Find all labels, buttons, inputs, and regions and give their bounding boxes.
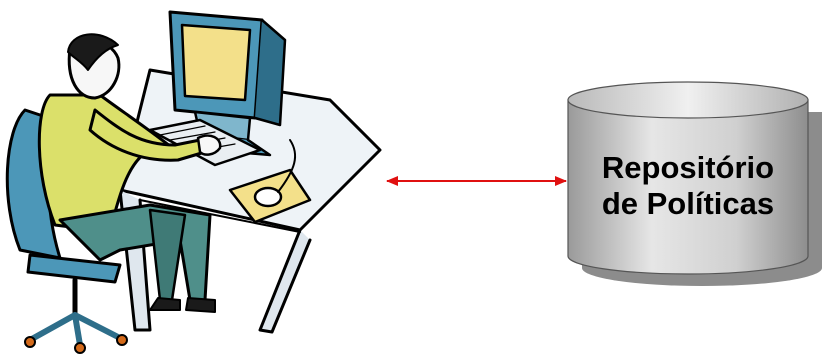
database-label-line1: Repositório [601, 150, 775, 185]
database-label: Repositório de Políticas [568, 150, 808, 222]
database-label-line2: de Políticas [601, 186, 775, 221]
database-cylinder-icon [567, 81, 822, 286]
user-at-computer-icon [5, 10, 382, 354]
